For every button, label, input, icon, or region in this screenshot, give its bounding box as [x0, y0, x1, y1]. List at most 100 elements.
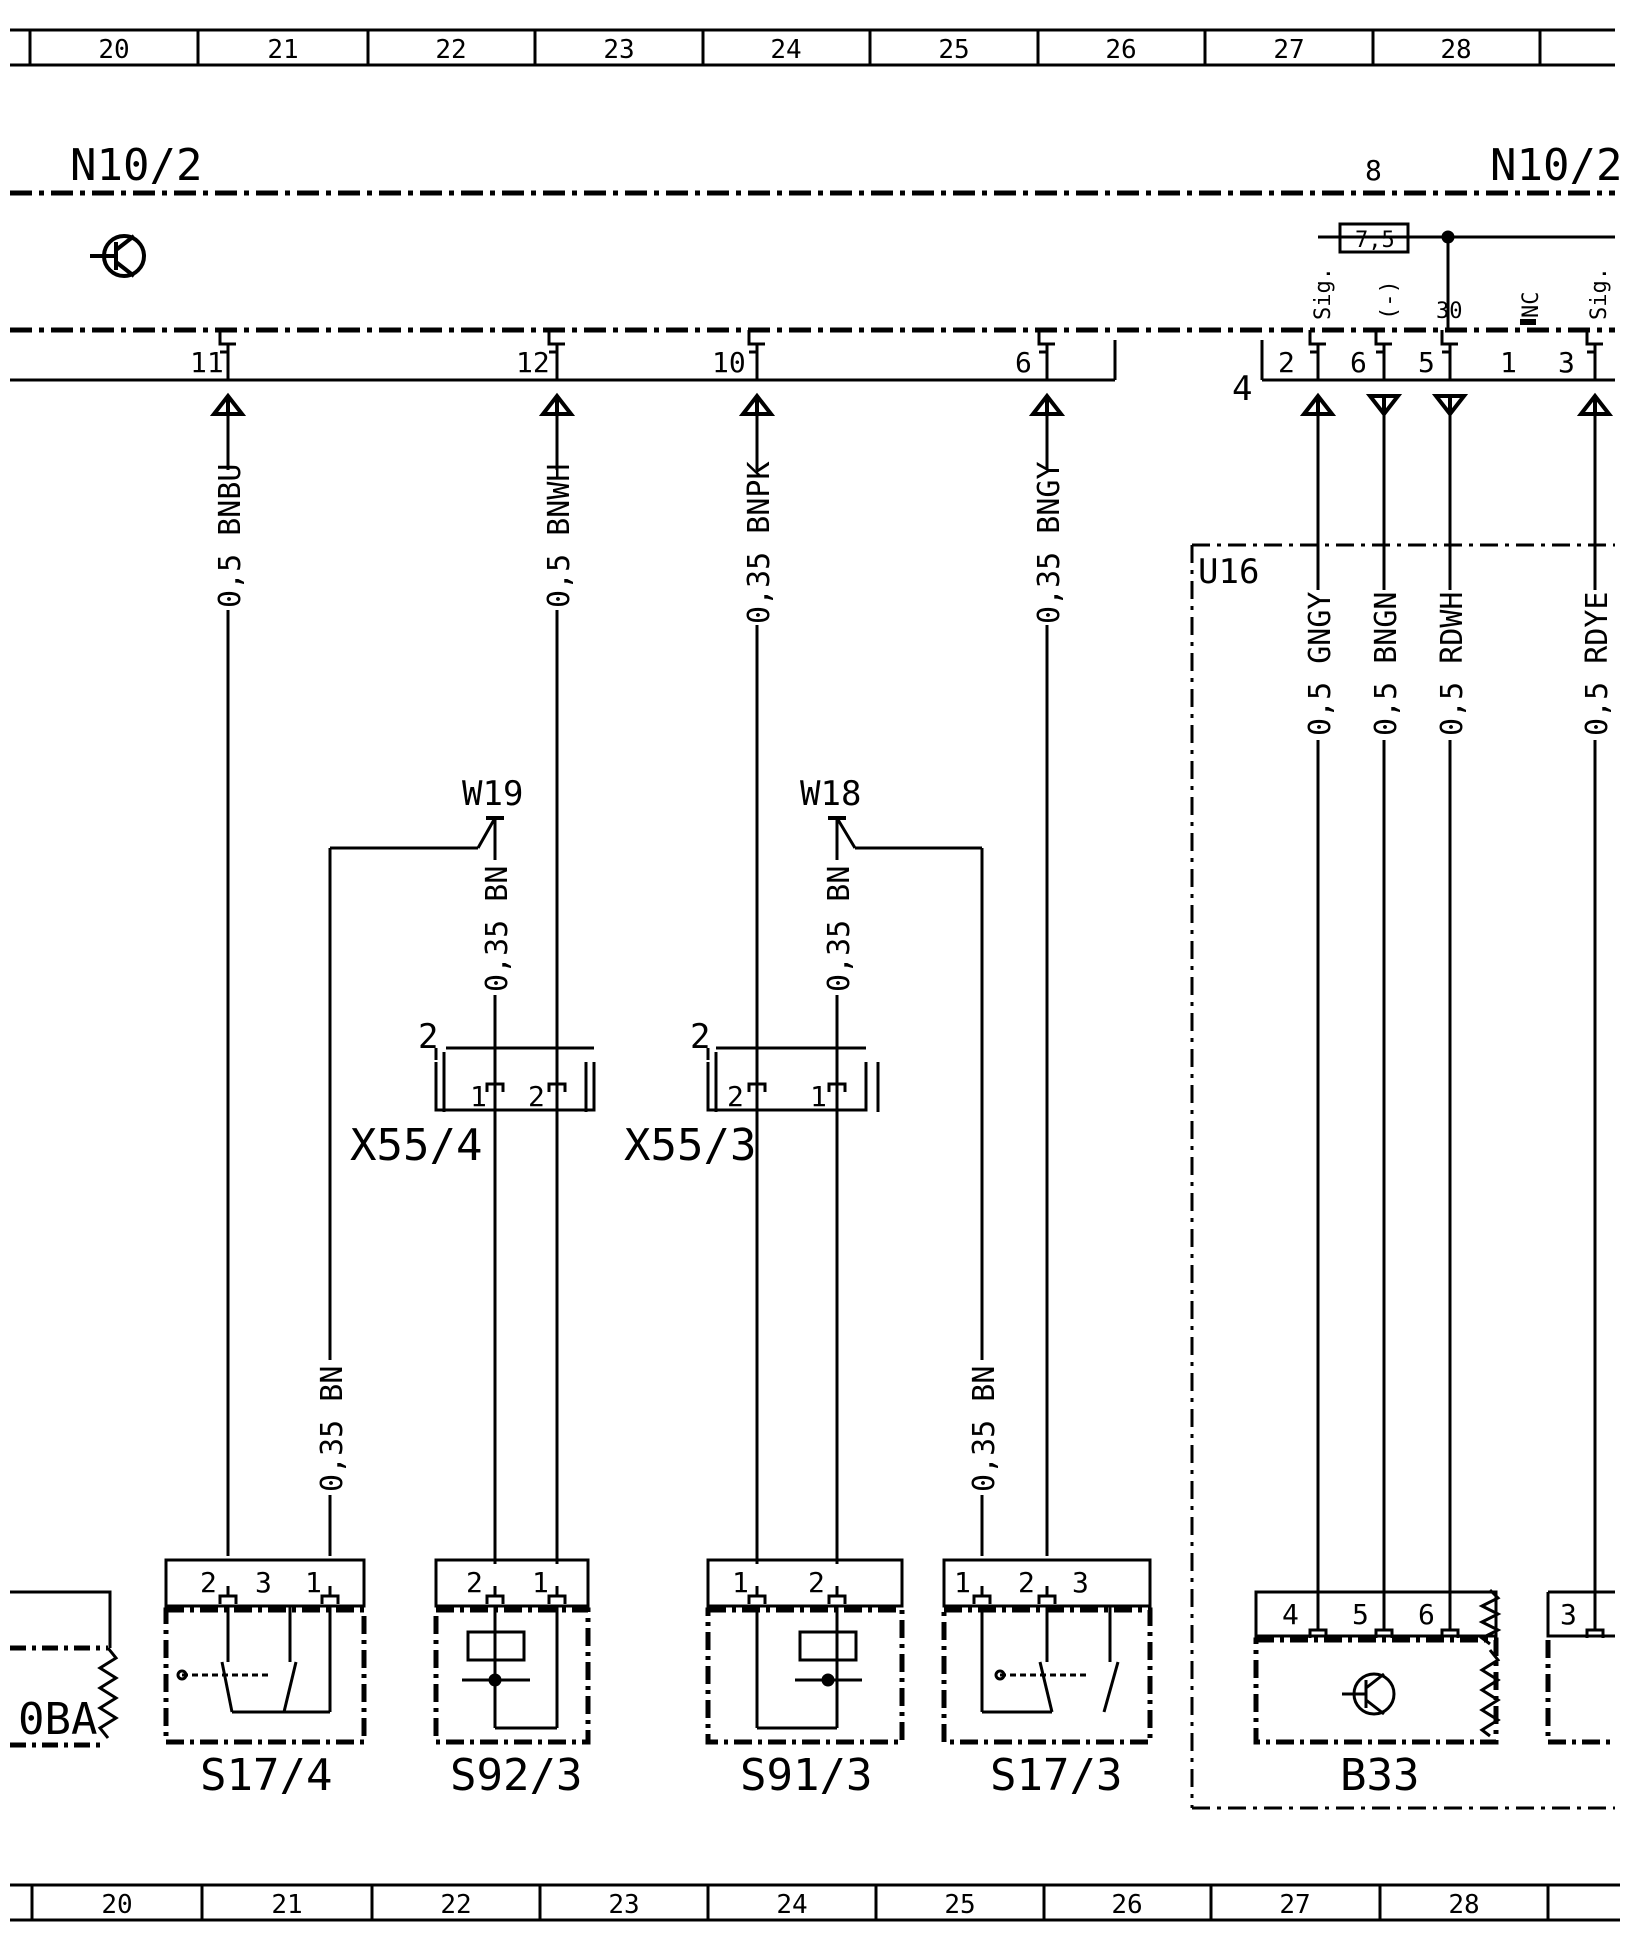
partial-left-component [10, 1590, 119, 1748]
connector-label: X55/3 [624, 1120, 756, 1171]
pin-tag: NC [1519, 292, 1544, 319]
s17-4-pins: 2 3 1 [200, 1566, 322, 1599]
grid-col-label: 21 [271, 1890, 302, 1920]
s17-3-pins: 1 2 3 [954, 1566, 1089, 1599]
grid-col-label: 23 [608, 1890, 639, 1920]
grid-col-label: 26 [1105, 35, 1136, 65]
pin-tag: Sig. [1311, 267, 1336, 320]
left-pin-terminals [218, 330, 1055, 380]
pin-number: 2 [466, 1566, 483, 1599]
upper-wires [226, 414, 1597, 1620]
module-label-left: N10/2 [70, 140, 202, 191]
unit-boundary [1190, 543, 1615, 1810]
pin-number: 1 [732, 1566, 749, 1599]
ground-wire-spec: 0,35 BN [822, 866, 857, 992]
pin-number: 1 [532, 1566, 549, 1599]
wire-spec: 0,35 BN [315, 1366, 350, 1492]
grid-col-label: 20 [101, 1890, 132, 1920]
wire-spec: 0,5 RDYE [1580, 592, 1615, 737]
grid-ruler-bottom [10, 1883, 1620, 1922]
component-label: S17/4 [200, 1750, 332, 1801]
pin-tag: Sig. [1587, 267, 1612, 320]
wire-spec: 0,5 GNGY [1303, 592, 1338, 737]
ground-label: W19 [462, 774, 523, 814]
pin-tag: (-) [1377, 280, 1402, 320]
connector-x55-4 [434, 1046, 596, 1564]
wire-spec: 0,5 RDWH [1435, 592, 1470, 737]
connector-pin: 2 [727, 1080, 744, 1113]
grid-col-label: 22 [435, 35, 466, 65]
left-connector-bar [10, 340, 1117, 382]
grid-col-label: 24 [776, 1890, 807, 1920]
connector-x55-3 [706, 1046, 880, 1564]
unit-label: U16 [1198, 552, 1259, 592]
transistor-icon [90, 234, 146, 278]
pin-number: 1 [954, 1566, 971, 1599]
connector-side-number: 2 [418, 1017, 438, 1057]
fuse-icon [1318, 222, 1615, 330]
left-pin-numbers: 11 12 10 6 [190, 346, 1032, 379]
switch-s92-3 [433, 1558, 591, 1745]
grid-col-label: 27 [1279, 1890, 1310, 1920]
wire-spec: 0,5 BNGN [1369, 592, 1404, 737]
component-label: B33 [1340, 1750, 1419, 1801]
connector-pin: 1 [470, 1080, 487, 1113]
pin-number: 2 [808, 1566, 825, 1599]
partial-component-label: 0BA [18, 1694, 97, 1745]
pin-number: 5 [1418, 346, 1435, 379]
connector-label: X55/4 [350, 1120, 482, 1171]
wire-spec: 0,5 BNBU [213, 464, 248, 609]
grid-col-label: 28 [1440, 35, 1471, 65]
pin-number: 3 [1560, 1598, 1577, 1631]
grid-col-label: 23 [603, 35, 634, 65]
grid-col-label: 24 [770, 35, 801, 65]
pin-number: 3 [255, 1566, 272, 1599]
wire-spec: 0,35 BNPK [742, 461, 777, 624]
grid-ruler-top [10, 28, 1615, 67]
pin-number: 12 [516, 346, 550, 379]
pin-number: 5 [1352, 1598, 1369, 1631]
pin-number: 6 [1015, 346, 1032, 379]
module-boundary [10, 190, 1615, 333]
right-connector-number: 4 [1232, 369, 1252, 409]
grid-col-label: 25 [938, 35, 969, 65]
pin-number: 2 [200, 1566, 217, 1599]
switch-s17-3 [941, 1558, 1153, 1745]
switch-s17-4 [163, 1558, 367, 1745]
ground-w19 [328, 816, 504, 1556]
pin-number: 6 [1350, 346, 1367, 379]
grid-labels-bottom: 20 21 22 23 24 25 26 27 28 [101, 1890, 1479, 1920]
connector-pin: 1 [810, 1080, 827, 1113]
fuse-value: 7,5 [1355, 228, 1395, 253]
module-label-right: N10/2 [1490, 140, 1622, 191]
grid-labels-top: 20 21 22 23 24 25 26 27 28 [98, 35, 1471, 65]
component-label: S17/3 [990, 1750, 1122, 1801]
connector-side-number: 2 [690, 1017, 710, 1057]
pin-number: 11 [190, 346, 224, 379]
grid-col-label: 25 [944, 1890, 975, 1920]
connector-number: 8 [1365, 154, 1382, 187]
sensor-b33 [1253, 1588, 1502, 1745]
wire-spec: 0,35 BN [967, 1366, 1002, 1492]
grid-col-label: 21 [267, 35, 298, 65]
s92-3-pins: 2 1 [466, 1566, 549, 1599]
grid-col-label: 27 [1273, 35, 1304, 65]
right-pin-numbers: 2 6 5 1 3 [1278, 346, 1575, 379]
signal-arrows [209, 392, 1614, 418]
pin-number: 10 [712, 346, 746, 379]
switch-s91-3 [705, 1558, 905, 1745]
wire-spec: 0,35 BNGY [1032, 461, 1067, 624]
grid-col-label: 26 [1111, 1890, 1142, 1920]
lower-wire-specs: 0,35 BN 0,35 BN [315, 1366, 1002, 1492]
pin-number: 3 [1072, 1566, 1089, 1599]
wire-spec: 0,5 BNWH [542, 464, 577, 609]
wire-specs: 0,5 BNBU 0,5 BNWH 0,35 BNPK 0,35 BNGY 0,… [213, 461, 1615, 736]
b33-pins: 4 5 6 [1282, 1598, 1435, 1631]
ground-label: W18 [800, 774, 861, 814]
pin-number: 2 [1278, 346, 1295, 379]
grid-col-label: 20 [98, 35, 129, 65]
grid-col-label: 28 [1448, 1890, 1479, 1920]
right-pin-tags: Sig. (-) 30 NC Sig. [1311, 267, 1612, 324]
ground-wire-spec: 0,35 BN [480, 866, 515, 992]
